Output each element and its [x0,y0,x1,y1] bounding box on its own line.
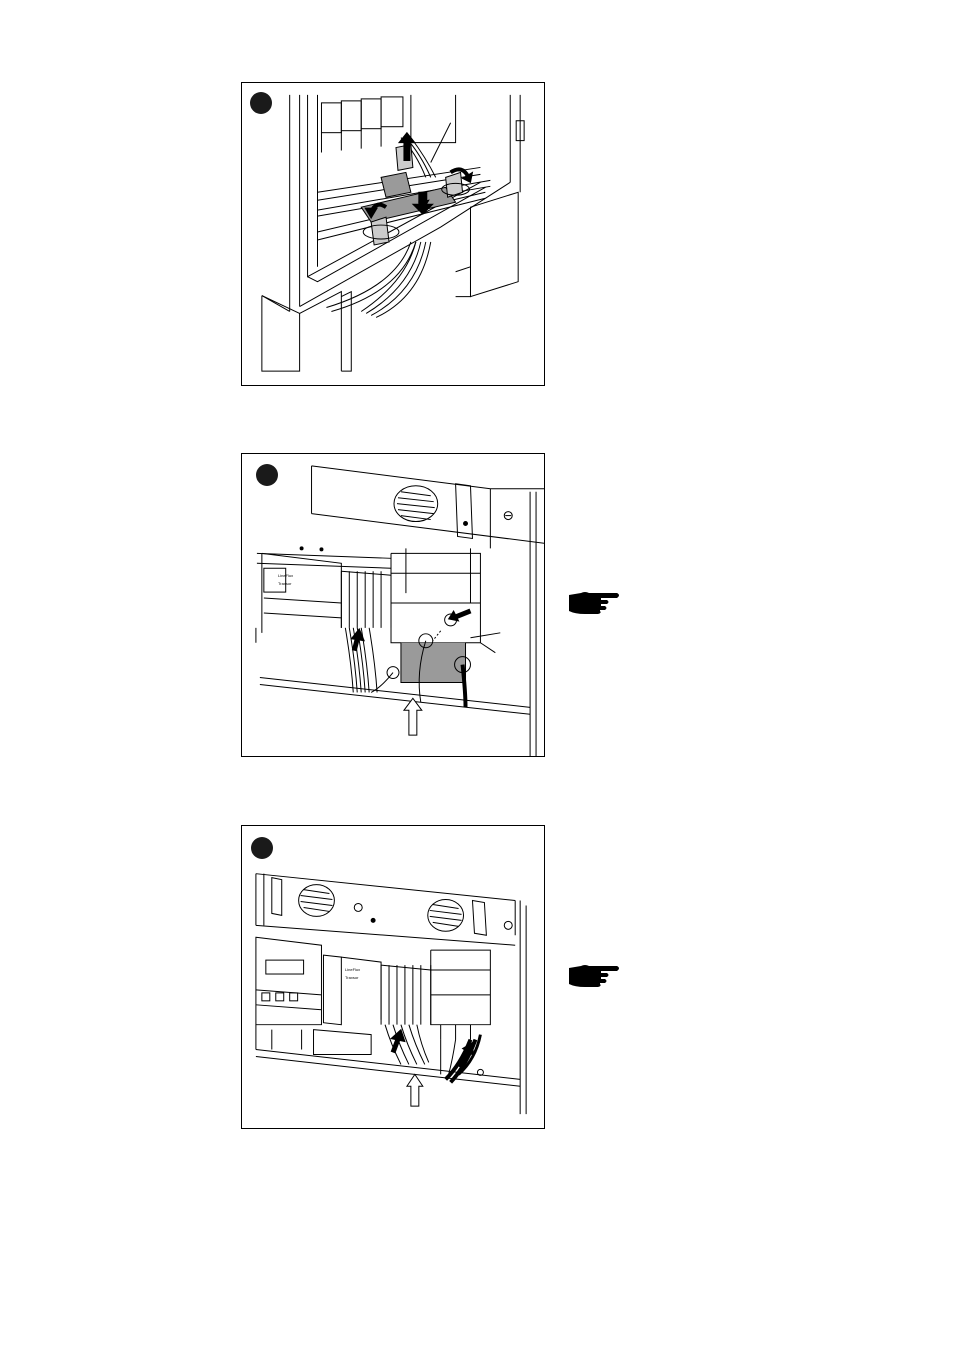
figure-2-ground-connection: LineFlux Traxsor [241,453,545,757]
step-marker-1 [250,92,272,114]
breaker-label-lineflux: LineFlux [345,967,361,972]
illustration-terminal-overview [255,873,527,1115]
step-marker-2 [256,464,278,486]
breaker-label-traxsor: Traxsor [345,975,359,980]
figure-1-cabinet-cable-removal [241,82,545,386]
pointing-hand-icon [569,592,619,614]
breaker-label-lineflux: LineFlux [278,573,294,578]
illustration-cabinet-bottom [261,94,525,372]
breaker-label-traxsor: Traxsor [278,581,292,586]
figure-3-cable-routing: LineFlux Traxsor [241,825,545,1129]
pointing-hand-icon [569,965,619,987]
illustration-terminal-area [255,465,544,756]
step-marker-3 [251,837,273,859]
